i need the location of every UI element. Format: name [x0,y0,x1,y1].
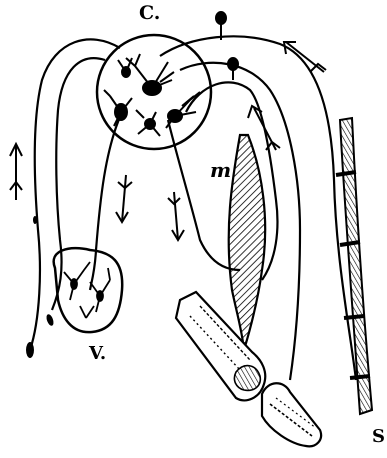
arrow-up-left [10,144,22,200]
visceral-organ [54,248,123,332]
muscle-label: m [210,160,231,180]
arrow-down-2 [168,192,184,240]
left-nerve-fibers [30,39,122,350]
viscera-label: V. [89,345,106,363]
arrow-top-right [284,42,326,72]
ganglion-label: C. [139,4,160,23]
arrow-down-1 [116,175,132,222]
skin-label: S [372,428,385,446]
dorsal-ganglion-knobs [216,12,238,80]
